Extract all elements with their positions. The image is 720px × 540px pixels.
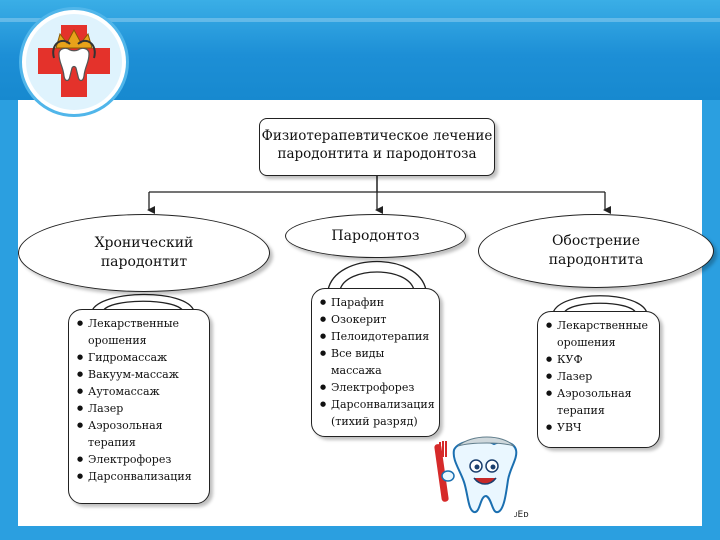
arch-middle [328,262,426,291]
list-item: Пелоидотерапия [320,328,433,345]
list-item: Дарсонвализация [77,468,203,485]
left-heading-line-1: Хронический [95,234,194,253]
title-line-2: пародонтита и пародонтоза [260,145,494,163]
left-treatment-list: Лекарственные орошения Гидромассаж Вакуу… [68,309,210,504]
title-line-1: Физиотерапевтическое лечение [260,127,494,145]
list-item: Лекарственные орошения [546,317,653,351]
list-item: Дарсонвализация (тихий разряд) [320,396,433,430]
left-heading-line-2: пародонтит [95,253,194,272]
periodontitis-exacerbation-node: Обострение пародонтита [478,214,714,288]
list-item: Лазер [77,400,203,417]
chronic-periodontitis-node: Хронический пародонтит [18,214,270,292]
list-item: Аэрозольная терапия [546,385,653,419]
list-item: Озокерит [320,311,433,328]
list-item: Аутомассаж [77,383,203,400]
middle-treatment-list: Парафин Озокерит Пелоидотерапия Все виды… [311,288,440,437]
list-item: Аэрозольная терапия [77,417,203,451]
diagram-title-box: Физиотерапевтическое лечение пародонтита… [259,118,495,176]
right-heading-line-1: Обострение [549,232,644,251]
list-item: Гидромассаж [77,349,203,366]
right-heading-line-2: пародонтита [549,251,644,270]
list-item: УВЧ [546,419,653,436]
tooth-with-toothbrush-mascot-icon [432,436,532,520]
list-item: Все виды массажа [320,345,433,379]
list-item: Электрофорез [77,451,203,468]
list-item: Парафин [320,294,433,311]
list-item: КУФ [546,351,653,368]
list-item: Вакуум-массаж [77,366,203,383]
list-item: Электрофорез [320,379,433,396]
mascot-signature: ᴊЕᴅ [514,510,529,520]
periodontosis-node: Пародонтоз [285,214,466,258]
right-treatment-list: Лекарственные орошения КУФ Лазер Аэрозол… [537,311,660,448]
middle-heading: Пародонтоз [331,227,419,246]
list-item: Лазер [546,368,653,385]
list-item: Лекарственные орошения [77,315,203,349]
